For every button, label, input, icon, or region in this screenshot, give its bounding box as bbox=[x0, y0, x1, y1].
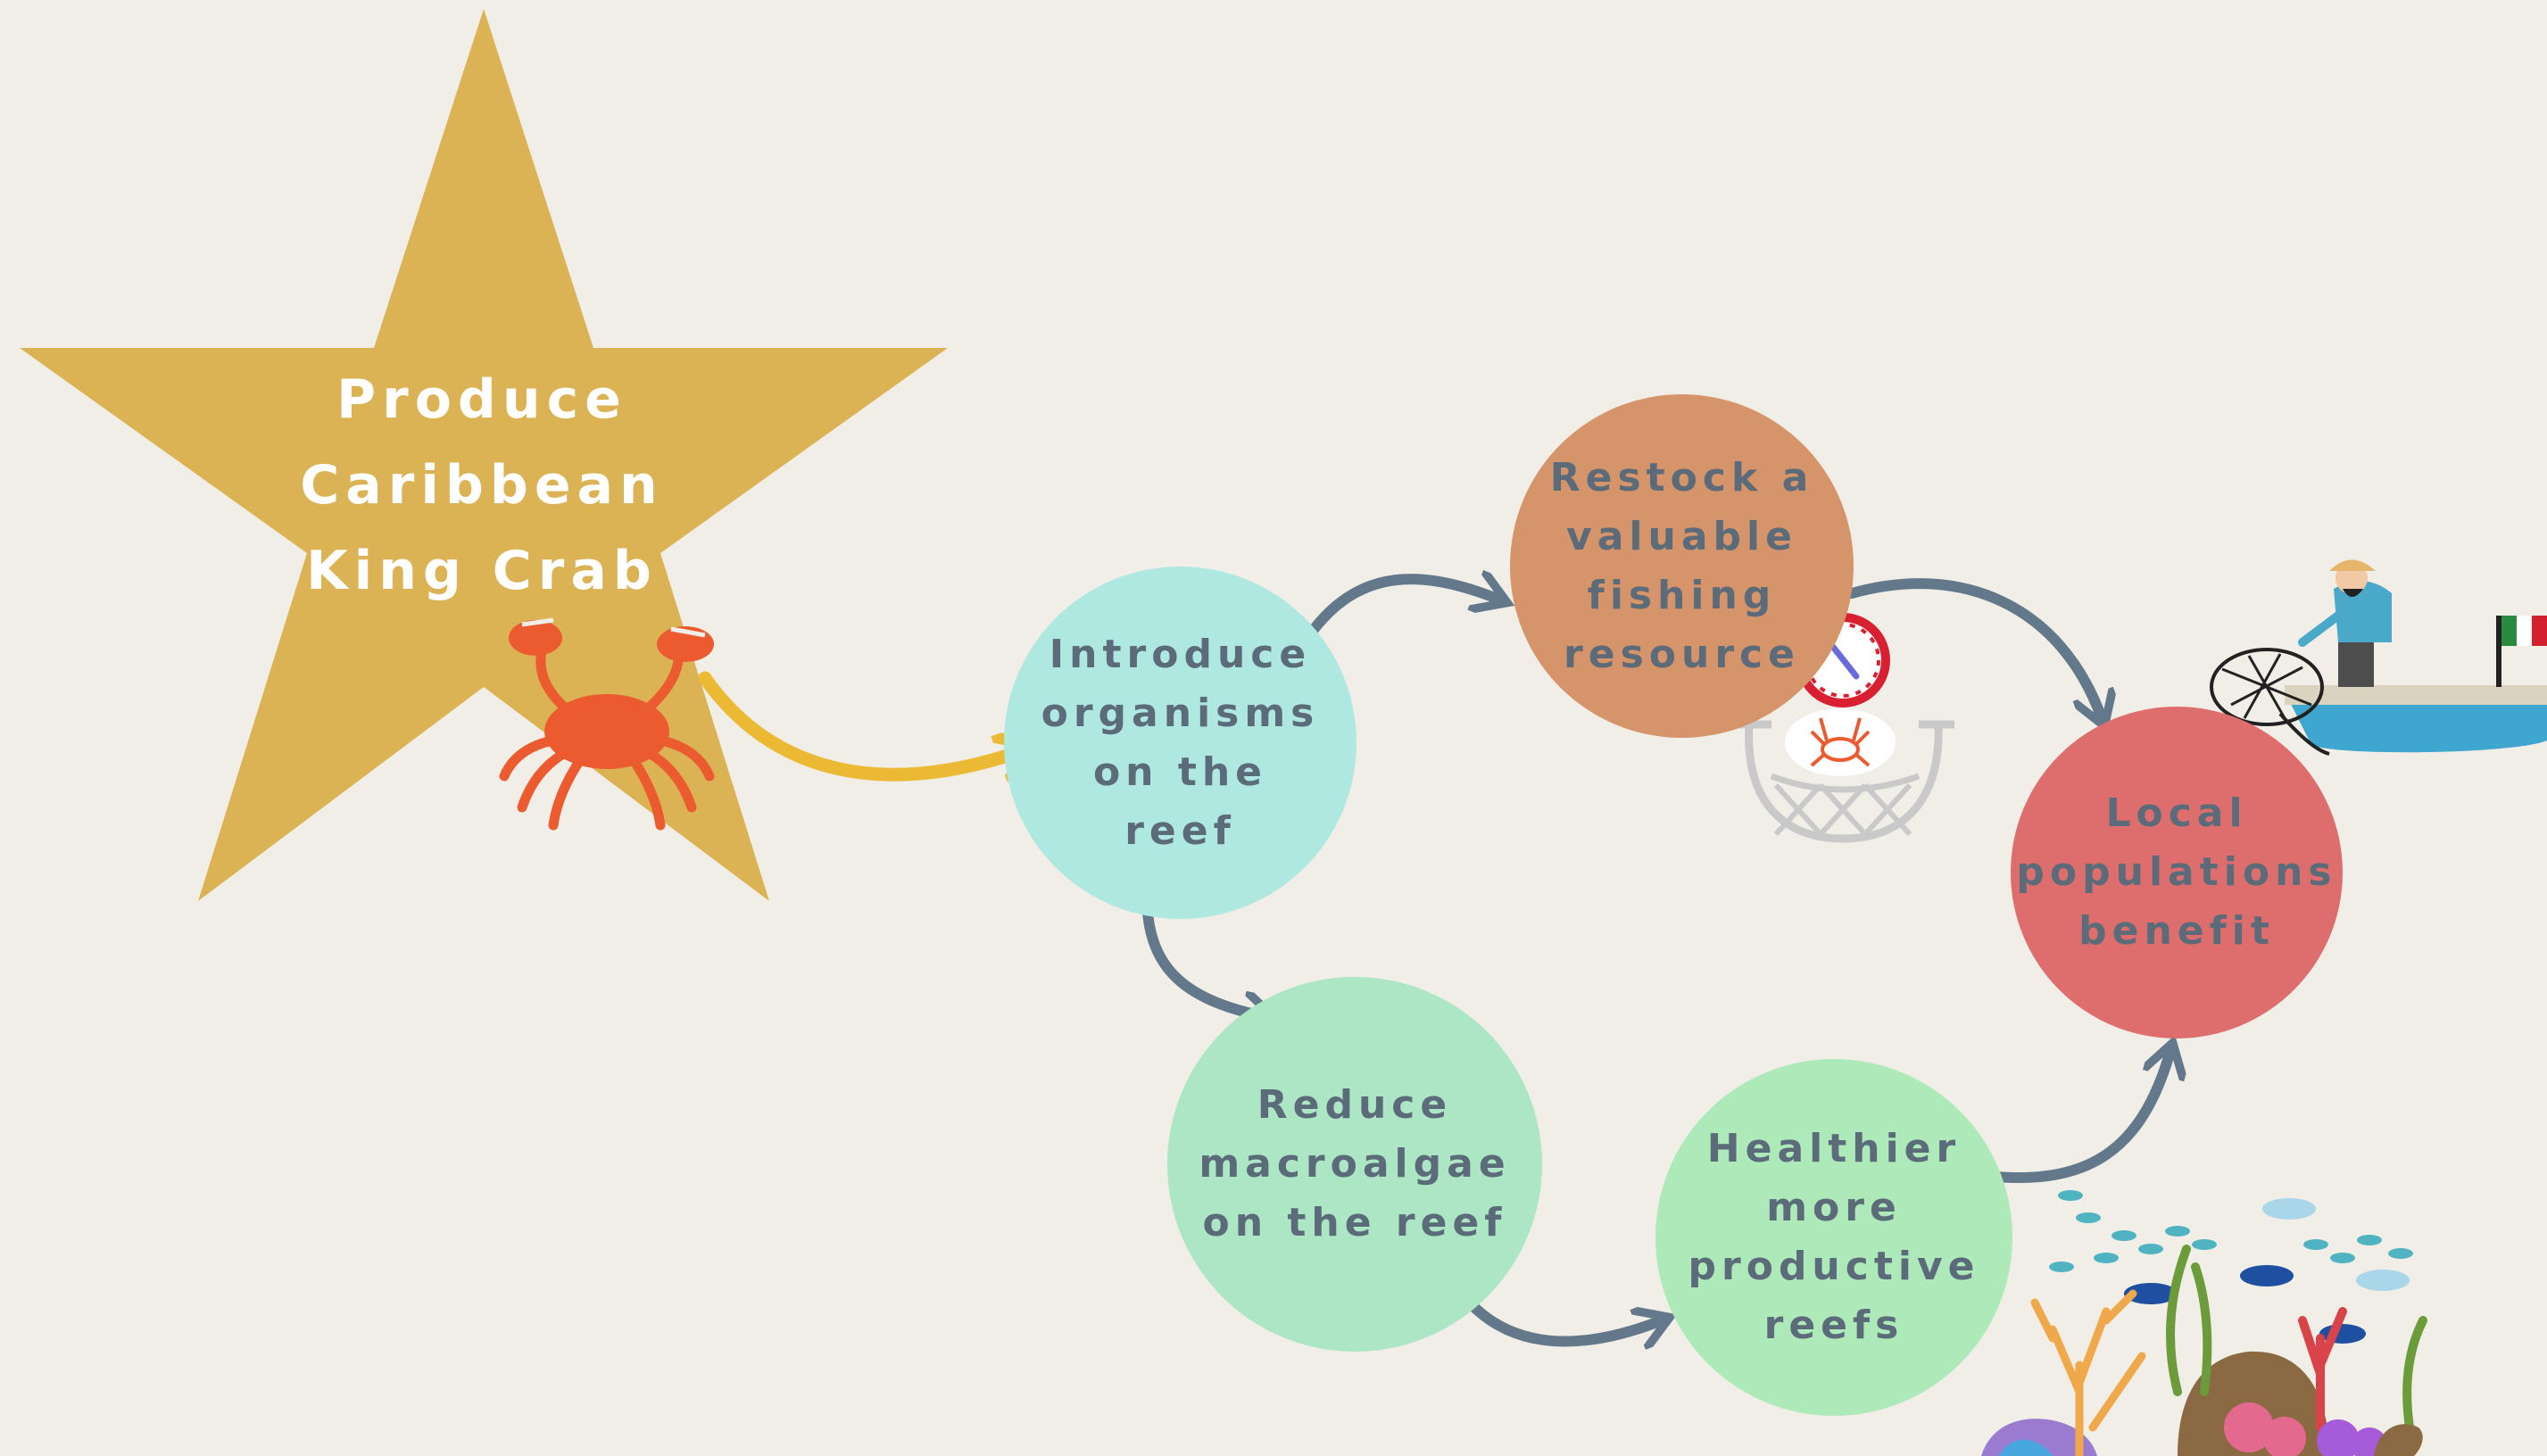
node-reduce-label: Reduce macroalgae on the reef bbox=[1199, 1082, 1511, 1245]
node-healthier: Healthier more productive reefs bbox=[1655, 1059, 2012, 1416]
node-local: Local populations benefit bbox=[2011, 707, 2343, 1038]
node-introduce: Introduce organisms on the reef bbox=[1004, 567, 1356, 919]
node-restock: Restock a valuable fishing resource bbox=[1510, 394, 1854, 738]
arrow-introduce-to-reduce bbox=[1141, 889, 1267, 1017]
star-label: Produce Caribbean King Crab bbox=[300, 368, 664, 602]
star-shape bbox=[20, 9, 948, 901]
node-local-label: Local populations benefit bbox=[2016, 790, 2337, 954]
arrow-star-to-introduce bbox=[698, 671, 1026, 774]
mexico-flag-icon bbox=[2496, 616, 2547, 687]
fisherman-boat-icon bbox=[2210, 559, 2547, 756]
coral-reef-icon bbox=[1981, 1245, 2427, 1456]
arrow-healthier-to-local bbox=[1980, 1051, 2170, 1184]
fish-school-icon bbox=[2049, 1190, 2413, 1344]
crab-trap-icon bbox=[1738, 708, 1954, 843]
node-healthier-label: Healthier more productive reefs bbox=[1688, 1126, 1980, 1348]
arrow-restock-to-local bbox=[1846, 578, 2102, 718]
crab-icon bbox=[499, 617, 715, 831]
node-introduce-label: Introduce organisms on the reef bbox=[1041, 631, 1320, 854]
arrow-introduce-to-restock bbox=[1299, 579, 1499, 648]
node-reduce: Reduce macroalgae on the reef bbox=[1167, 977, 1542, 1352]
node-restock-label: Restock a valuable fishing resource bbox=[1549, 454, 1814, 677]
